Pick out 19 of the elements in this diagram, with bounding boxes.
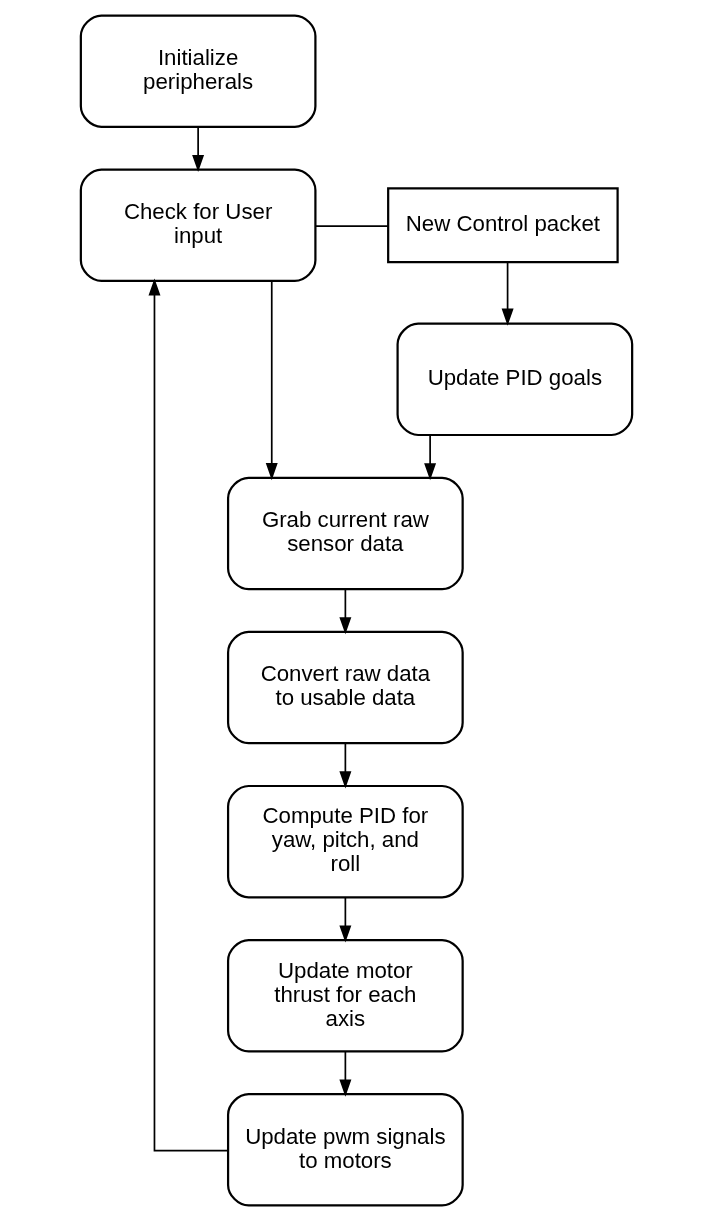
arrow [265, 280, 278, 481]
arrow [338, 588, 351, 635]
connector [314, 225, 389, 227]
arrow [501, 261, 514, 326]
node-box: Update motor thrust for each axis [226, 938, 464, 1053]
arrow [147, 278, 229, 1152]
node-box: Compute PID for yaw, pitch, and roll [226, 784, 464, 899]
arrow [338, 1050, 351, 1097]
arrow [191, 126, 204, 173]
node-box: Update pwm signals to motors [226, 1093, 464, 1207]
arrow [338, 896, 351, 943]
node-box: Grab current raw sensor data [226, 476, 464, 591]
arrow [423, 434, 436, 481]
node-box: Convert raw data to usable data [226, 630, 464, 745]
arrow [338, 742, 351, 789]
node-box: Update PID goals [395, 322, 633, 437]
node-box: Check for User input [79, 168, 317, 283]
node-box: New Control packet [386, 187, 619, 264]
node-box: Initialize peripherals [79, 14, 317, 128]
